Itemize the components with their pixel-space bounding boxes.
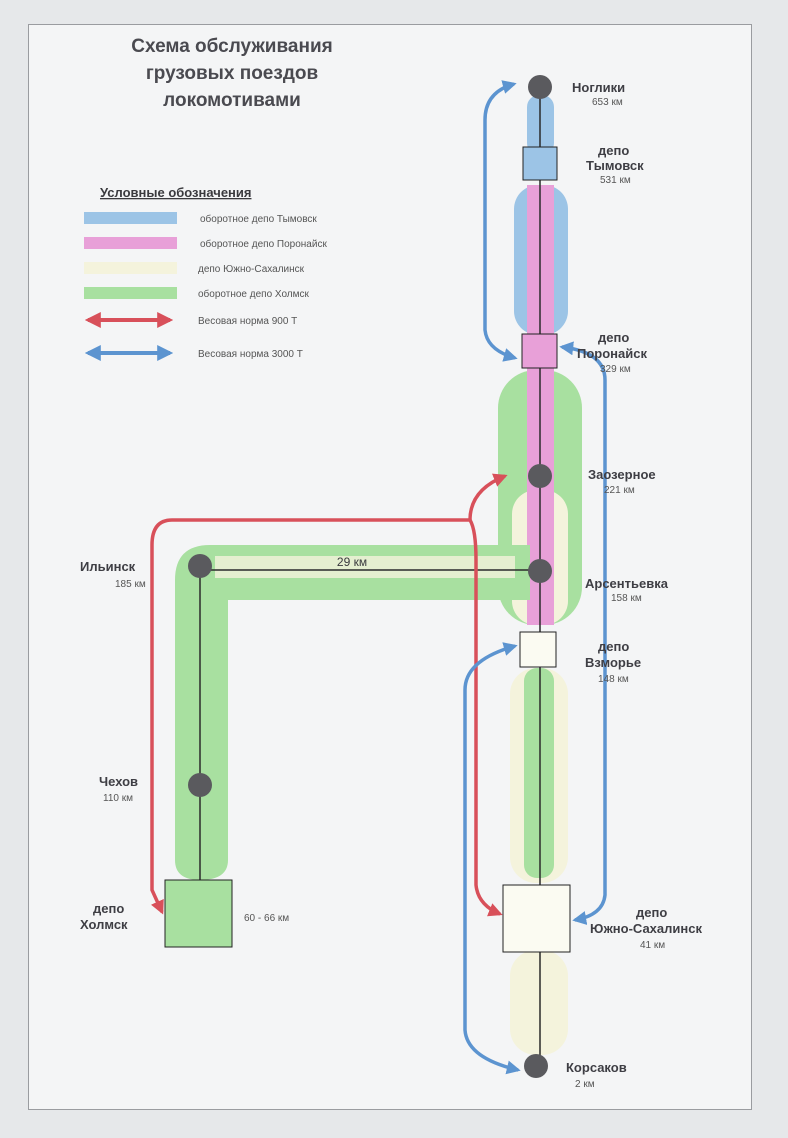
prefix-vzmorye: депо xyxy=(598,639,629,654)
depot-yuzhno-sakhalinsk[interactable] xyxy=(502,884,571,953)
legend-heading: Условные обозначения xyxy=(100,185,251,200)
km-kholmsk: 60 - 66 км xyxy=(244,913,289,924)
station-arsentyevka[interactable] xyxy=(528,559,552,583)
legend-label-poronaysk: оборотное депо Поронайск xyxy=(200,238,327,250)
prefix-poronaysk: депо xyxy=(598,330,629,345)
km-yuzhno: 41 км xyxy=(640,940,665,951)
link-distance-label: 29 км xyxy=(337,555,367,569)
km-arsentyevka: 158 км xyxy=(611,593,642,604)
depot-tymovsk[interactable] xyxy=(522,146,558,181)
legend-label-tymovsk: оборотное депо Тымовск xyxy=(200,213,317,225)
legend-label-3000t: Весовая норма 3000 Т xyxy=(198,349,303,360)
band-yuzhno-south xyxy=(510,950,568,1055)
label-tymovsk: Тымовск xyxy=(586,158,644,173)
label-nogliki: Ноглики xyxy=(572,80,625,95)
label-zaozernoe: Заозерное xyxy=(588,467,656,482)
legend-label-kholmsk: оборотное депо Холмск xyxy=(198,288,310,300)
legend-label-yuzhno: депо Южно-Сахалинск xyxy=(198,264,305,275)
title-line-3: локомотивами xyxy=(163,90,301,111)
blue-arrow-poronaysk-yuzhno xyxy=(559,341,607,925)
title-line-1: Схема обслуживания xyxy=(131,36,332,57)
label-ilyinsk: Ильинск xyxy=(80,559,136,574)
label-vzmorye: Взморье xyxy=(585,655,641,670)
blue-arrow-vzmorye-korsakov xyxy=(463,642,521,1075)
station-korsakov[interactable] xyxy=(524,1054,548,1078)
label-arsentyevka: Арсентьевка xyxy=(585,576,669,591)
label-korsakov: Корсаков xyxy=(566,1060,627,1075)
km-vzmorye: 148 км xyxy=(598,674,629,685)
label-poronaysk: Поронайск xyxy=(577,346,647,361)
km-korsakov: 2 км xyxy=(575,1079,595,1090)
km-ilyinsk: 185 км xyxy=(115,579,146,590)
legend-swatch-tymovsk xyxy=(84,212,177,224)
label-chekhov: Чехов xyxy=(99,774,138,789)
label-kholmsk: Холмск xyxy=(80,917,128,932)
depot-vzmorye[interactable] xyxy=(519,631,557,668)
station-zaozernoe[interactable] xyxy=(528,464,552,488)
legend-swatch-poronaysk xyxy=(84,237,177,249)
legend-swatch-yuzhno xyxy=(84,262,177,274)
station-nogliki[interactable] xyxy=(528,75,552,99)
legend-label-900t: Весовая норма 900 Т xyxy=(198,316,297,327)
label-yuzhno: Южно-Сахалинск xyxy=(590,921,702,936)
km-tymovsk: 531 км xyxy=(600,175,631,186)
red-arrow-kholmsk xyxy=(150,473,508,915)
station-chekhov[interactable] xyxy=(188,773,212,797)
depot-kholmsk[interactable] xyxy=(164,879,233,948)
depot-poronaysk[interactable] xyxy=(521,333,558,369)
legend-swatch-kholmsk xyxy=(84,287,177,299)
station-ilyinsk[interactable] xyxy=(188,554,212,578)
km-chekhov: 110 км xyxy=(103,793,133,804)
prefix-kholmsk: депо xyxy=(93,901,124,916)
prefix-tymovsk: депо xyxy=(598,143,629,158)
km-nogliki: 653 км xyxy=(592,97,623,108)
title-line-2: грузовых поездов xyxy=(146,63,318,84)
blue-arrow-nogliki-poronaysk xyxy=(483,80,518,362)
band-kholmsk-south xyxy=(524,668,554,878)
prefix-yuzhno: депо xyxy=(636,905,667,920)
red-arrow-yuzhno xyxy=(468,519,503,917)
km-zaozernoe: 221 км xyxy=(604,485,635,496)
km-poronaysk: 329 км xyxy=(600,364,631,375)
